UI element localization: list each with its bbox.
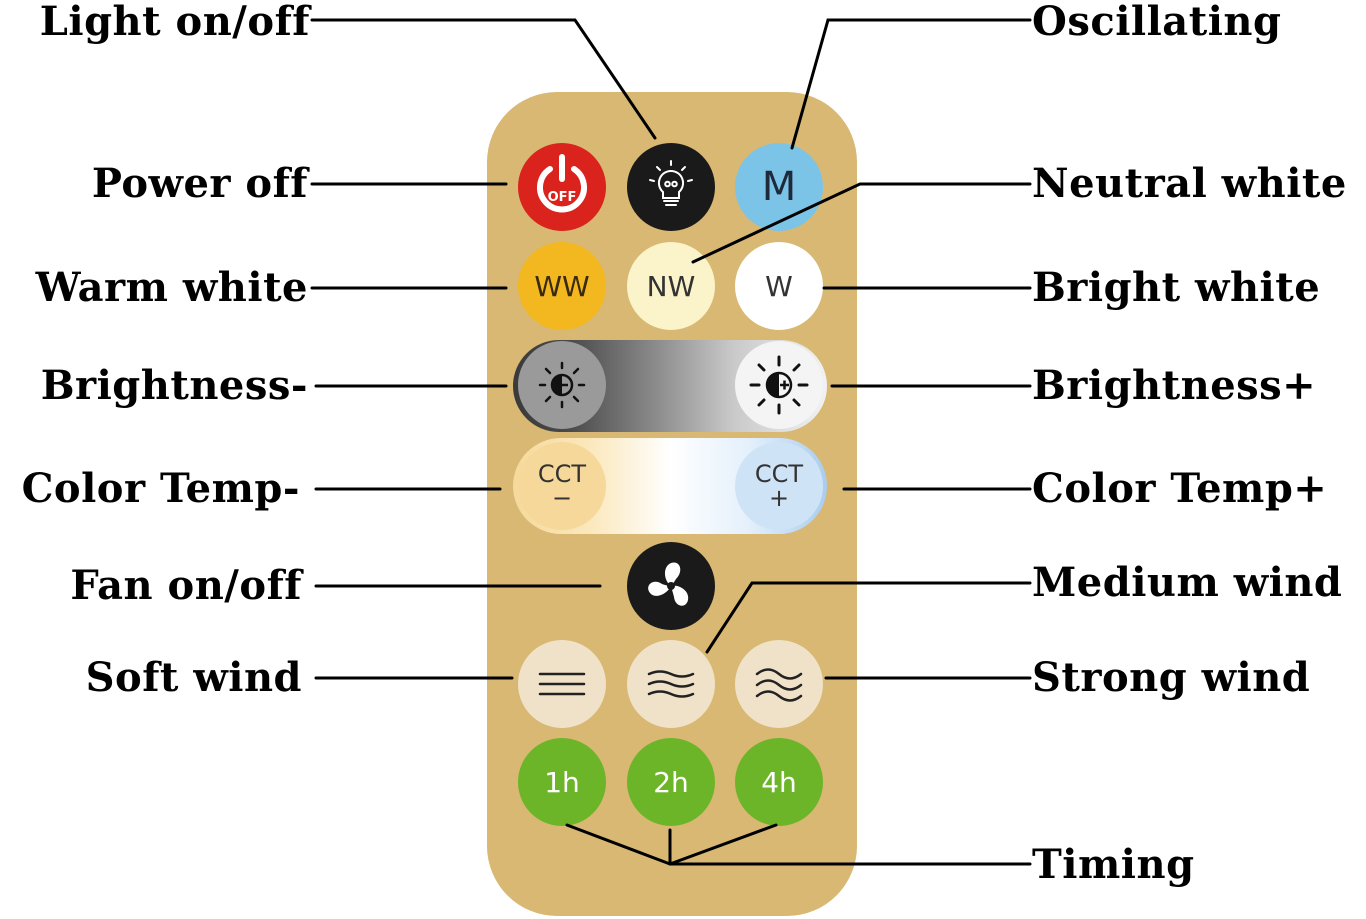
label-brightness-plus: Brightness+ <box>1032 362 1317 409</box>
brightness-plus-icon <box>749 355 809 415</box>
cct-minus-label: CCT <box>537 460 587 488</box>
timer-4h-button[interactable]: 4h <box>735 738 823 826</box>
soft-wind-icon <box>538 672 586 696</box>
timer-1h-button[interactable]: 1h <box>518 738 606 826</box>
label-warm-white: Warm white <box>35 264 308 311</box>
color-temp-minus-button[interactable]: CCT − <box>518 442 606 530</box>
timer-4h-label: 4h <box>761 765 797 799</box>
label-light-onoff: Light on/off <box>39 0 310 45</box>
label-timing: Timing <box>1032 841 1195 888</box>
brightness-minus-icon <box>538 361 586 409</box>
brightness-plus-button[interactable] <box>735 341 823 429</box>
bright-white-button-label: W <box>765 269 793 303</box>
oscillate-button-label: M <box>761 164 797 210</box>
label-fan-onoff: Fan on/off <box>70 562 302 609</box>
power-off-icon-text: OFF <box>548 190 577 205</box>
label-color-temp-plus: Color Temp+ <box>1032 465 1328 512</box>
label-power-off: Power off <box>91 160 308 207</box>
soft-wind-button[interactable] <box>518 640 606 728</box>
timer-2h-label: 2h <box>653 765 689 799</box>
label-neutral-white: Neutral white <box>1032 160 1347 207</box>
medium-wind-icon <box>647 670 695 698</box>
label-bright-white: Bright white <box>1032 264 1321 311</box>
light-onoff-button[interactable] <box>627 143 715 231</box>
label-oscillating: Oscillating <box>1032 0 1282 45</box>
warm-white-button[interactable]: WW <box>518 242 606 330</box>
warm-white-button-label: WW <box>534 269 590 303</box>
brightness-minus-button[interactable] <box>518 341 606 429</box>
medium-wind-button[interactable] <box>627 640 715 728</box>
cct-plus-label: CCT <box>754 460 804 488</box>
timer-2h-button[interactable]: 2h <box>627 738 715 826</box>
label-soft-wind: Soft wind <box>85 654 302 701</box>
cct-minus-sign: − <box>551 484 573 512</box>
label-color-temp-minus: Color Temp- <box>21 465 300 512</box>
label-strong-wind: Strong wind <box>1032 654 1311 701</box>
power-off-button[interactable]: OFF <box>518 143 606 231</box>
cct-plus-sign: + <box>768 484 790 512</box>
oscillate-button[interactable]: M <box>735 143 823 231</box>
fan-icon <box>648 562 689 606</box>
neutral-white-button[interactable]: NW <box>627 242 715 330</box>
color-temp-plus-button[interactable]: CCT + <box>735 442 823 530</box>
bright-white-button[interactable]: W <box>735 242 823 330</box>
fan-onoff-button[interactable] <box>627 542 715 630</box>
label-brightness-minus: Brightness- <box>40 362 308 409</box>
label-medium-wind: Medium wind <box>1032 559 1343 606</box>
strong-wind-icon <box>755 668 803 702</box>
neutral-white-button-label: NW <box>646 269 696 303</box>
timer-1h-label: 1h <box>544 765 580 799</box>
lightbulb-icon <box>649 160 693 206</box>
power-icon: OFF <box>537 154 587 213</box>
strong-wind-button[interactable] <box>735 640 823 728</box>
